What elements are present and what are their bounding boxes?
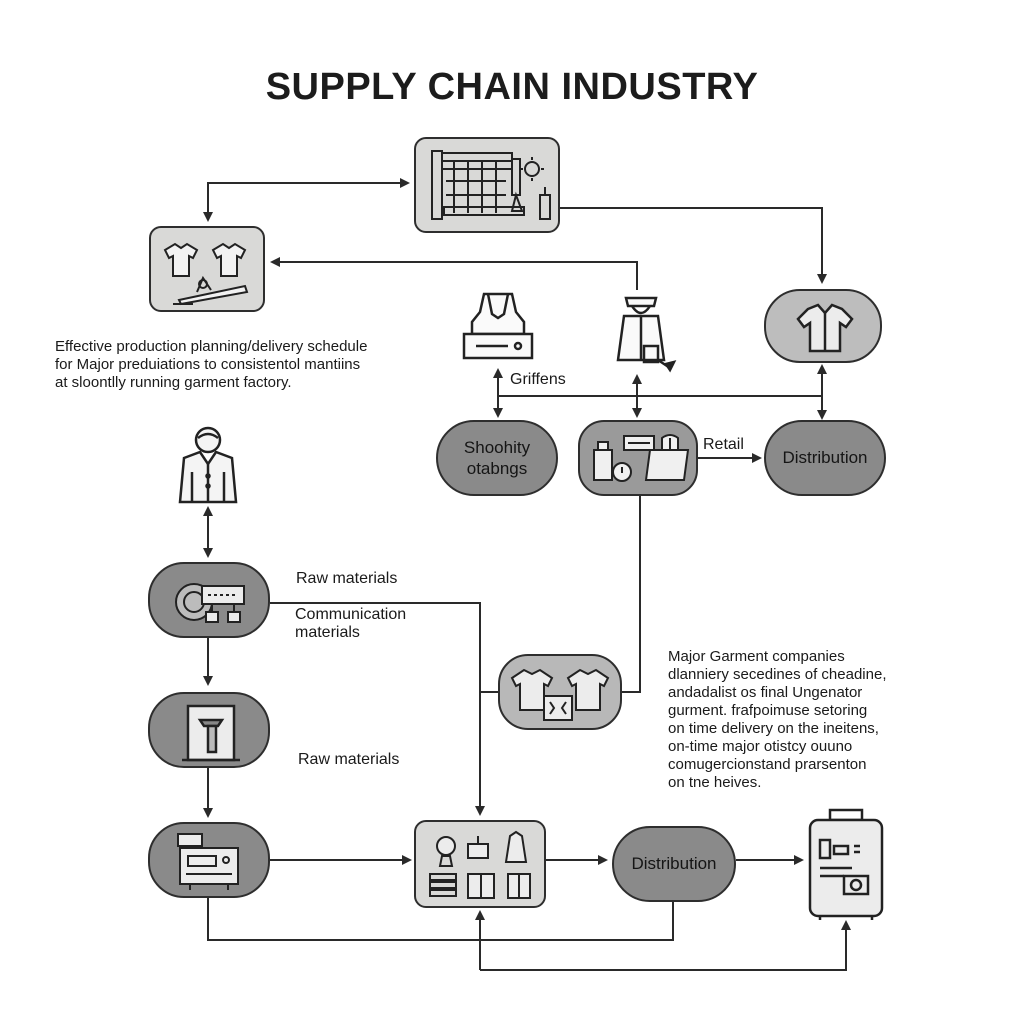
communication-materials-label: Communication materials [295,606,407,642]
loom-node[interactable] [148,692,270,768]
arrow-loop-to-luggage [480,920,851,971]
left-note-line: at sloontlly running garment factory. [55,374,292,391]
page-title: SUPPLY CHAIN INDUSTRY [265,66,759,108]
shoohity-label: Shoohity otabngs [463,437,531,478]
clothes-box-node[interactable] [498,654,622,730]
line-sewing-to-distribution [207,898,674,941]
raw-materials-label-top: Raw materials [296,570,398,587]
shirt-node[interactable] [764,289,882,363]
clothes-box-icon [510,668,610,721]
arrow-tailor-to-garments [270,257,638,290]
sewing-machine-node[interactable] [148,822,270,898]
sewing-machine-icon [177,833,239,890]
distribution-bottom-label: Distribution [631,854,717,874]
raw-materials-label-bottom: Raw materials [298,751,400,768]
business-person-icon [172,424,244,508]
right-note-line: gurment. frafpoimuse setoring [668,702,868,719]
tailor-worker-icon [604,290,680,374]
right-note-line: andadalist os final Ungenator [668,684,863,701]
griffens-bracket [497,395,823,414]
loom-frame-icon [182,704,240,762]
right-note-line: comugercionstand prarsenton [668,756,867,773]
retail-label: Retail [703,436,744,453]
distribution-right-node[interactable]: Distribution [764,420,886,496]
raw-material-machine-icon [175,583,245,623]
factory-node[interactable] [414,137,560,233]
garments-sewing-icon [163,242,249,306]
left-note-line: Effective production planning/delivery s… [55,338,368,355]
right-note-line: Major Garment companies [668,648,845,665]
vest-garment-icon [458,290,538,366]
warehouse-products-node[interactable] [414,820,546,908]
shirt-icon [796,303,854,353]
arrow-raw-to-warehouse [270,602,485,816]
right-note-line: dlanniery secedines of cheadine, [668,666,887,683]
left-note: Effective production planning/delivery s… [55,338,367,392]
right-note-line: on tne heives. [668,774,762,791]
raw-material-node[interactable] [148,562,270,638]
right-note-line: on-time major otistcy ouuno [668,738,853,755]
griffens-label: Griffens [510,371,566,388]
left-note-line: for Major preduiations to consistentol m… [55,356,361,373]
distribution-right-label: Distribution [782,448,868,468]
line-retail-to-clothes [622,496,641,693]
factory-machinery-icon [431,150,551,220]
retail-store-node[interactable] [578,420,698,496]
garments-sewing-node[interactable] [149,226,265,312]
arrow-garments-to-factory [207,178,410,220]
shoohity-node[interactable]: Shoohity otabngs [436,420,558,496]
luggage-shipment-icon [804,806,888,922]
right-note: Major Garment companies dlanniery secedi… [668,648,886,792]
retail-store-icon [593,434,690,482]
arrow-factory-to-shirt [560,207,827,284]
distribution-bottom-node[interactable]: Distribution [612,826,736,902]
right-note-line: on time delivery on the ineitens, [668,720,879,737]
warehouse-products-icon [429,830,531,899]
